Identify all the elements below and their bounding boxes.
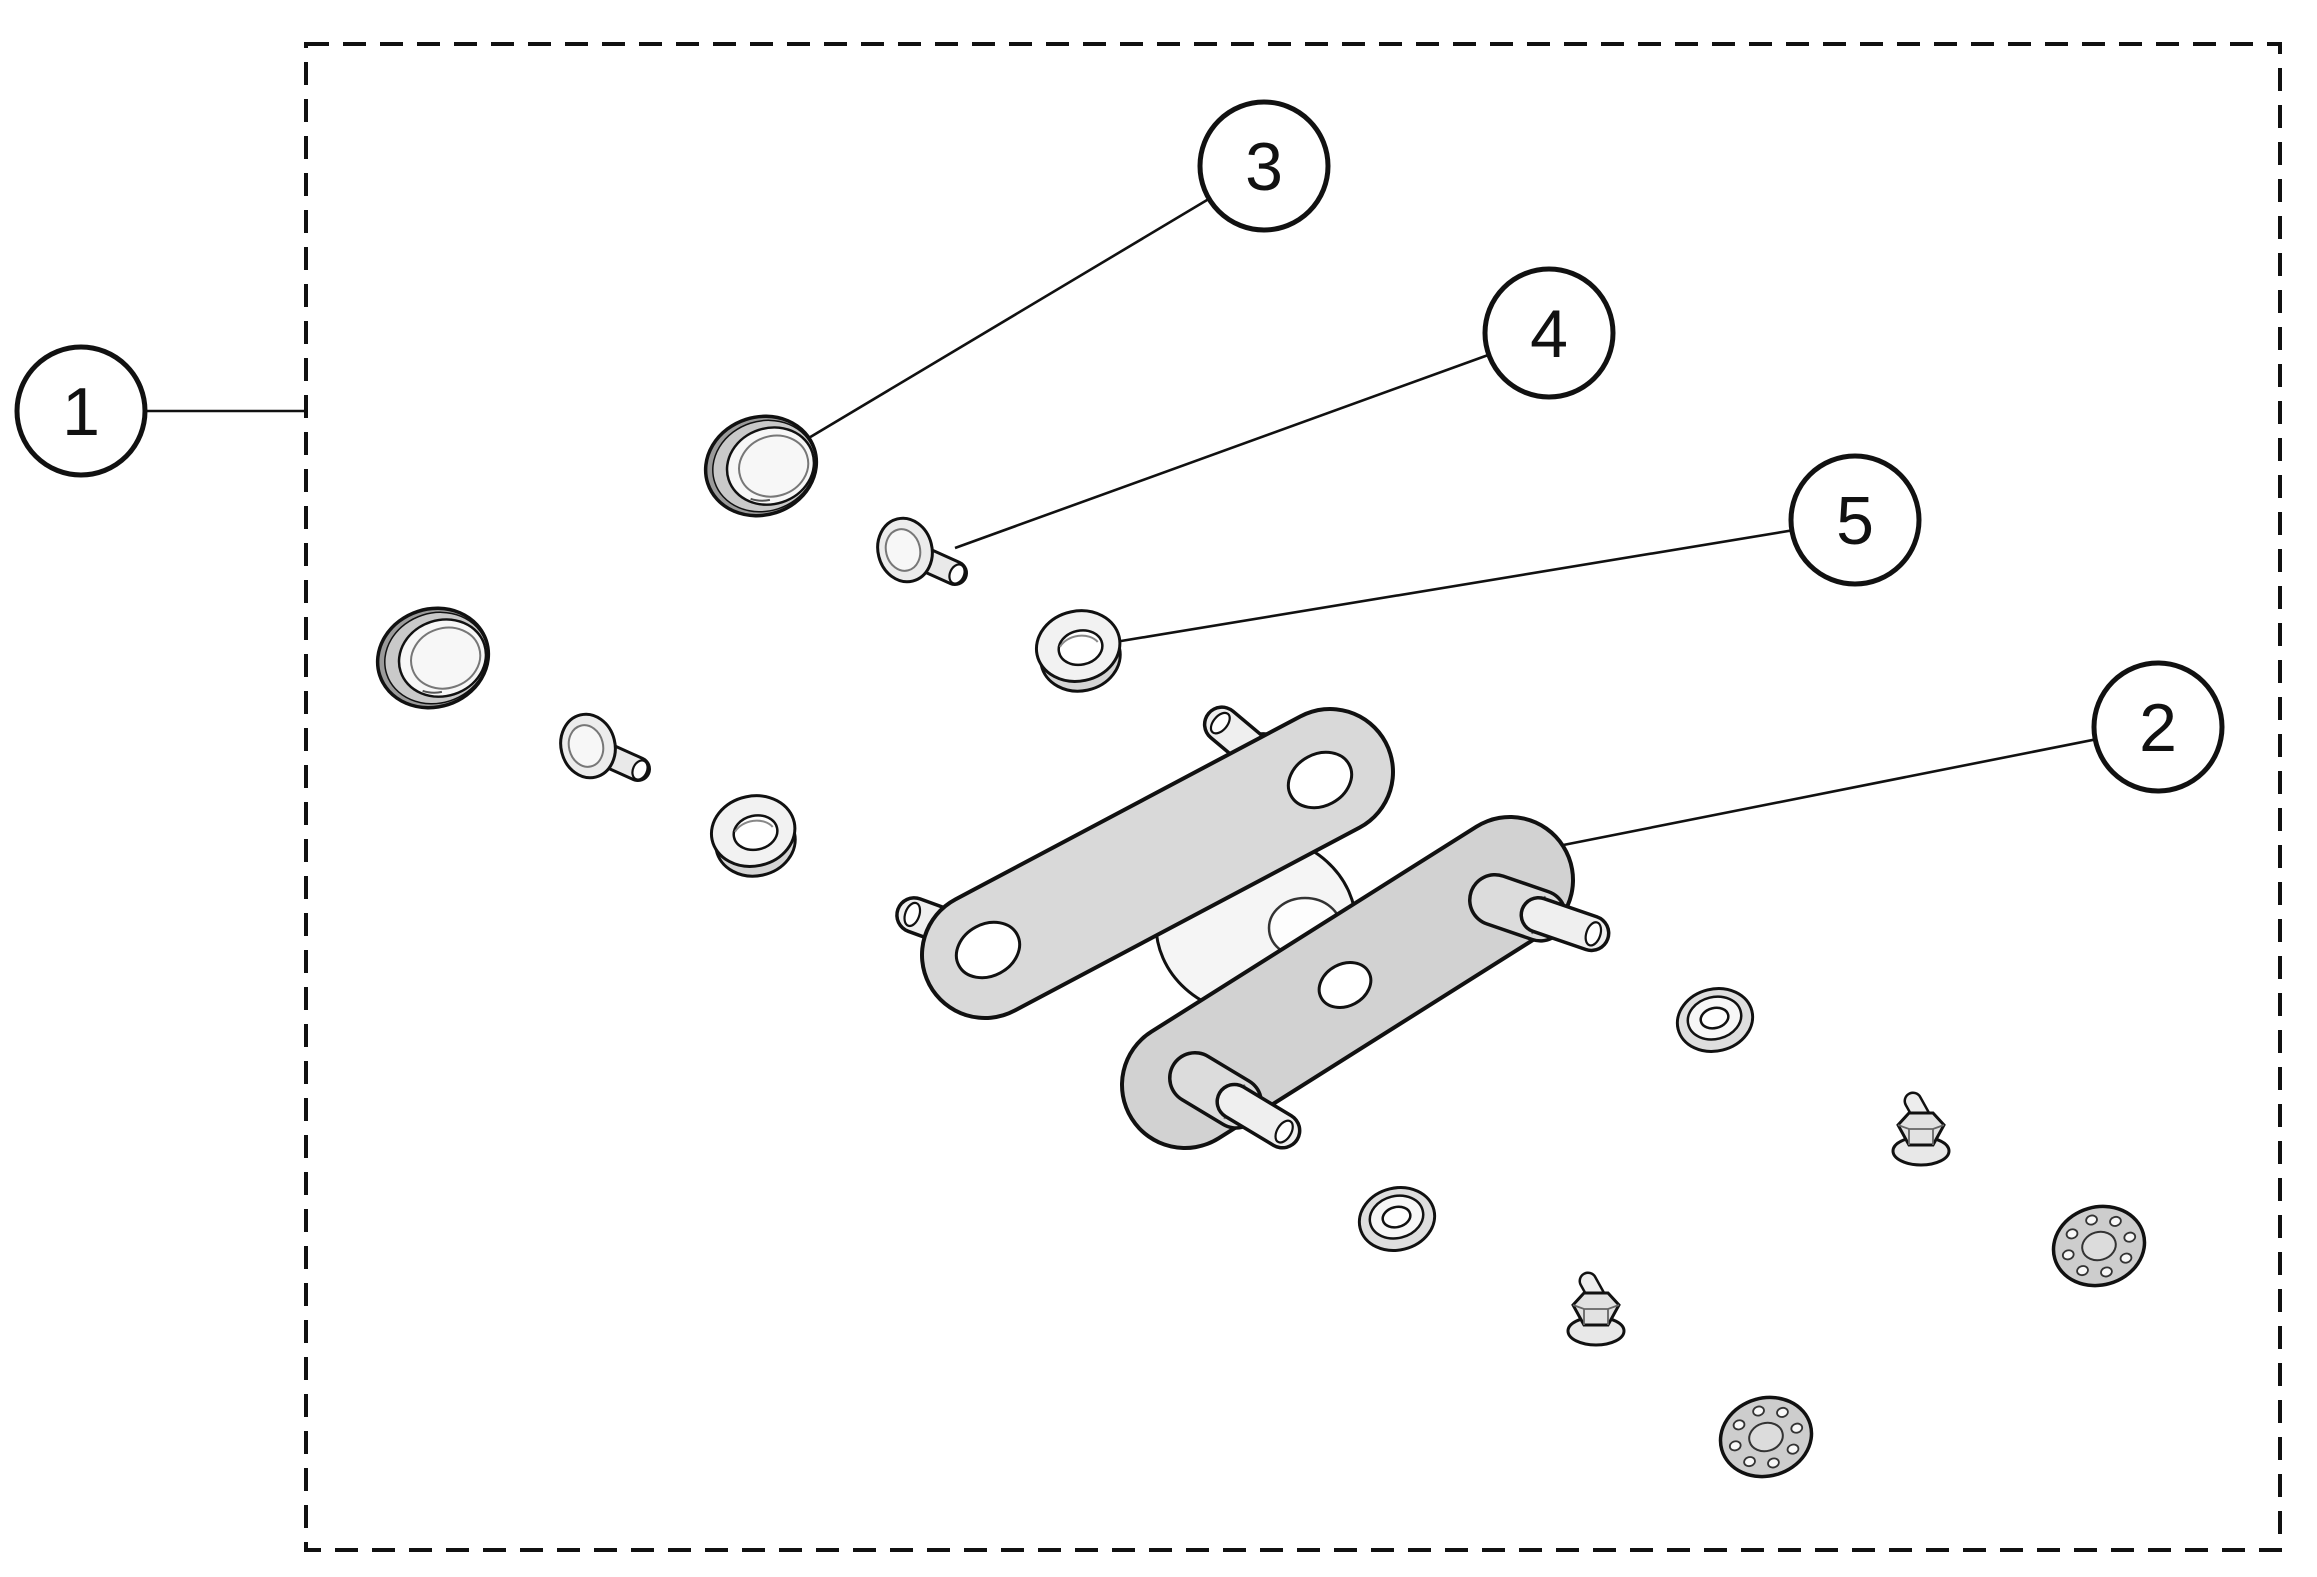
part-cap-upper	[690, 400, 832, 532]
callout-1-circle	[14, 344, 148, 478]
part-bushing-lower	[1351, 1178, 1443, 1260]
part-linkage-assembly	[899, 703, 1607, 1152]
assembly-upper-plate-hole-left	[954, 920, 1022, 980]
callout-4: 4	[1482, 266, 1616, 400]
part-grommet-left	[703, 786, 806, 886]
callout-1: 1	[14, 344, 148, 478]
part-bushing-right	[1669, 979, 1761, 1061]
callout-5: 5	[1788, 453, 1922, 587]
part-grommet-upper	[1028, 601, 1131, 701]
assembly-upper-plate-hole-right	[1286, 750, 1354, 810]
callout-4-label: 4	[1530, 296, 1568, 372]
part-perforated-disc-lower	[1709, 1385, 1823, 1489]
leader-lines	[143, 164, 2159, 854]
callout-5-circle	[1788, 453, 1922, 587]
part-hex-bolt-lower	[1568, 1281, 1624, 1345]
callout-3: 3	[1197, 99, 1331, 233]
assembly-upper-plate	[924, 711, 1391, 1016]
part-perforated-disc-right	[2042, 1194, 2156, 1298]
callout-2-circle	[2091, 660, 2225, 794]
leader-line-4	[954, 331, 1550, 550]
part-pin-small-upper	[871, 512, 967, 587]
callout-2-label: 2	[2139, 690, 2177, 766]
leader-line-5	[1114, 518, 1856, 644]
callout-3-circle	[1197, 99, 1331, 233]
leader-line-3	[801, 164, 1265, 444]
parts-layer	[362, 400, 2156, 1489]
callout-1-label: 1	[62, 374, 100, 450]
callout-3-label: 3	[1245, 129, 1283, 205]
callout-2: 2	[2091, 660, 2225, 794]
leader-line-2	[1527, 725, 2159, 854]
part-pin-small-left	[554, 708, 650, 783]
part-hex-bolt-right	[1893, 1101, 1949, 1165]
assembly-lower-plate-hole-center	[1317, 961, 1373, 1009]
part-cap-left	[362, 592, 504, 724]
callout-5-label: 5	[1836, 483, 1874, 559]
callout-4-circle	[1482, 266, 1616, 400]
